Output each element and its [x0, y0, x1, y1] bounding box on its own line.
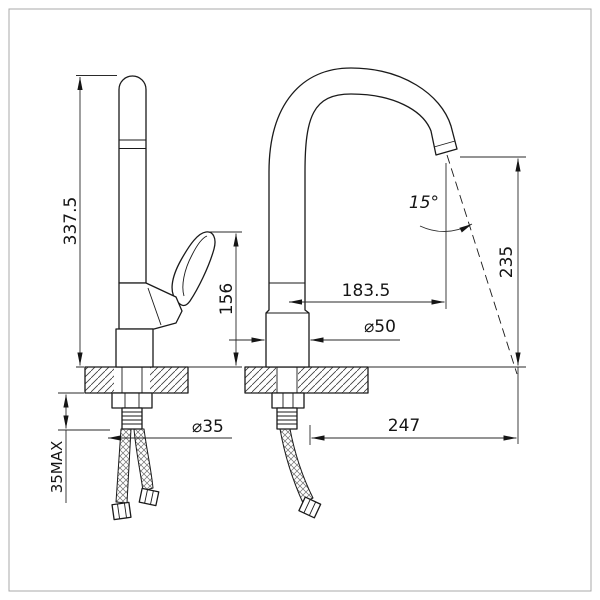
- hose-fitting-left: [111, 501, 132, 521]
- side-view: [244, 67, 518, 519]
- dimensions: 337.5 156 35MAX ⌀35 183.5 1: [48, 75, 526, 503]
- threaded-shank-front: [121, 407, 143, 430]
- dimension-max-mounting-thickness: 35MAX: [48, 392, 110, 503]
- column-joint-lines: [119, 139, 146, 149]
- dimension-projection-reach: 247: [309, 416, 517, 445]
- dimension-shank-diameter: ⌀35: [108, 417, 232, 441]
- dim-label-spout-angle: 15°: [409, 193, 439, 213]
- dim-label-body-diameter: ⌀50: [364, 317, 396, 337]
- dimension-outlet-height: 235: [368, 156, 526, 444]
- page-frame: [8, 8, 592, 592]
- dimension-spout-angle: 15°: [409, 193, 473, 233]
- shank-through-counter-side: [276, 367, 298, 393]
- handle-detail-line: [182, 235, 208, 297]
- countertop-side: [244, 366, 369, 394]
- hose-fitting-right: [138, 487, 160, 507]
- shank-through-counter-front: [121, 367, 143, 393]
- dim-label-handle-height: 156: [217, 283, 237, 315]
- side-joint-lines: [266, 282, 309, 314]
- mounting-nut-front: [111, 392, 153, 409]
- supply-hose-side: [279, 428, 314, 504]
- dimension-spout-reach: 183.5: [289, 163, 447, 309]
- mounting-nut-side: [271, 392, 305, 409]
- aerator-line: [433, 140, 456, 148]
- dim-label-shank-diameter: ⌀35: [192, 417, 224, 437]
- body-detail-line: [147, 287, 162, 326]
- dimension-body-diameter: ⌀50: [229, 317, 400, 343]
- faucet-side-profile: [265, 67, 458, 368]
- countertop-front: [84, 366, 189, 394]
- dim-label-spout-reach: 183.5: [342, 281, 391, 301]
- dim-label-max-mounting-thickness: 35MAX: [48, 441, 66, 494]
- hose-fitting-side: [298, 496, 322, 519]
- handle-lever: [171, 231, 216, 307]
- dimension-handle-height: 156: [188, 231, 242, 368]
- dim-label-overall-height: 337.5: [61, 197, 81, 246]
- dim-label-outlet-height: 235: [497, 246, 517, 278]
- threaded-shank-side: [276, 407, 298, 430]
- faucet-base-front: [115, 328, 154, 368]
- front-view: [84, 75, 216, 521]
- water-stream-dashed-line: [446, 154, 518, 375]
- supply-hose-right: [133, 428, 154, 492]
- supply-hose-left: [115, 428, 132, 504]
- dimension-overall-height: 337.5: [61, 75, 117, 368]
- dim-label-projection-reach: 247: [388, 416, 420, 436]
- faucet-column-front: [118, 75, 147, 284]
